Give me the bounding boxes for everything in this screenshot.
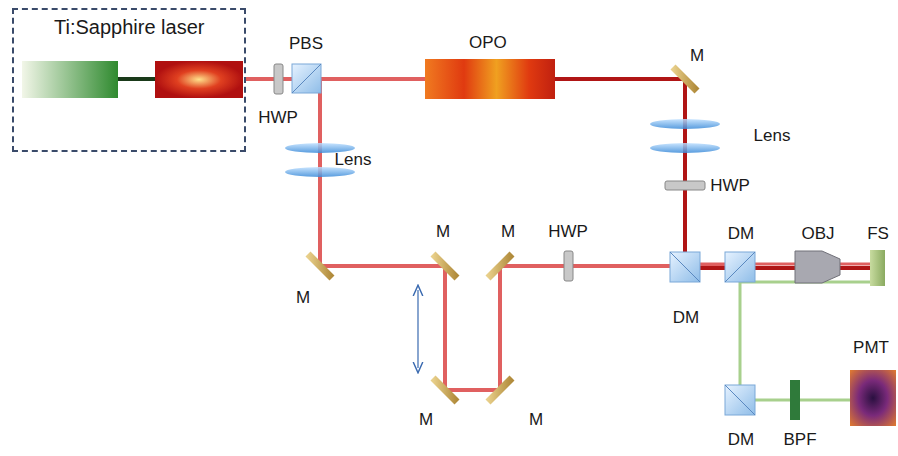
component-label: PBS (289, 34, 323, 54)
component-label: M (501, 222, 515, 242)
component-label: DM (728, 430, 754, 450)
component-label: DM (728, 224, 754, 244)
node-title: Ti:Sapphire laser (54, 16, 204, 39)
component-label: PMT (853, 338, 889, 358)
component-label: OBJ (801, 224, 834, 244)
component-label: HWP (710, 176, 750, 196)
component-label: BPF (783, 430, 816, 450)
component-label: M (296, 288, 310, 308)
component-label: M (690, 46, 704, 66)
component-label: HWP (548, 222, 588, 242)
laser-beam (246, 77, 425, 81)
component-label: M (436, 222, 450, 242)
component-label: Lens (335, 150, 372, 170)
component-label: M (419, 410, 433, 430)
component-label: DM (673, 308, 699, 328)
component-label: Lens (754, 126, 791, 146)
node-title: OPO (469, 33, 507, 53)
component-label: M (529, 410, 543, 430)
laser-housing: Ti:Sapphire laser (12, 8, 246, 152)
component-label: HWP (258, 108, 298, 128)
opo-box: OPO (425, 59, 555, 99)
component-label: FS (867, 224, 889, 244)
